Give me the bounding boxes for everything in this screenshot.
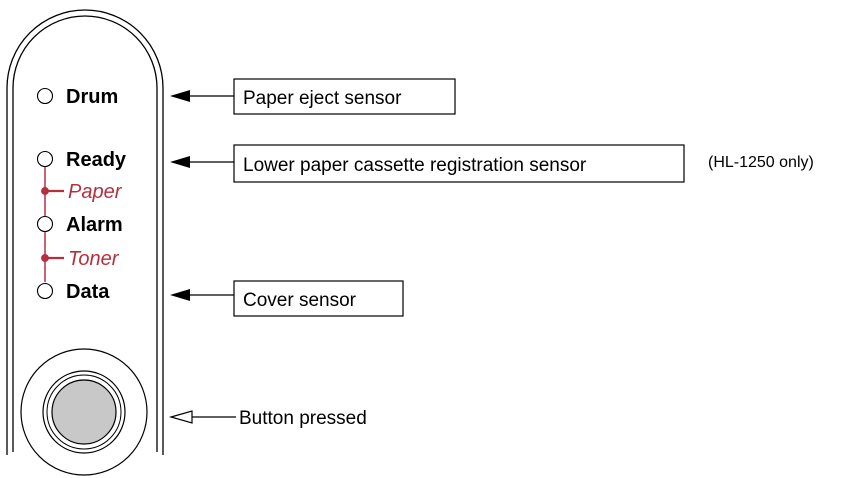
control-panel <box>6 9 164 455</box>
alarm-led-icon <box>36 215 54 233</box>
toner-sub-label: Toner <box>68 248 120 270</box>
button-pressed-label: Button pressed <box>239 408 367 429</box>
arrow-solid-icon <box>170 289 190 301</box>
callout-box <box>233 144 685 183</box>
button-inner-ring <box>46 374 122 450</box>
callout-button-pressed: Button pressed <box>168 408 367 429</box>
hl-1250-note: (HL-1250 only) <box>708 154 814 171</box>
drum-led-icon <box>36 87 54 105</box>
ready-led-icon <box>36 150 54 168</box>
status-connectors <box>41 167 64 282</box>
callout-lower-cassette: Lower paper cassette registration sensor… <box>170 144 814 183</box>
callout-paper-eject: Paper eject sensor <box>170 78 456 115</box>
panel-inner-outline <box>12 15 158 452</box>
panel-outer-outline <box>6 9 164 455</box>
panel-button[interactable] <box>20 348 148 476</box>
paper-eject-sensor-label: Paper eject sensor <box>243 88 402 109</box>
cover-sensor-label: Cover sensor <box>243 290 357 311</box>
drum-led-label: Drum <box>66 86 118 108</box>
callout-cover: Cover sensor <box>170 280 404 317</box>
button-outer-ring <box>20 348 148 476</box>
data-led-icon <box>36 282 54 300</box>
ready-led-label: Ready <box>66 149 127 171</box>
button-ring <box>42 370 126 454</box>
led-list: Drum Ready Alarm Data <box>36 86 127 303</box>
lower-cassette-sensor-label: Lower paper cassette registration sensor <box>243 155 587 176</box>
callout-box <box>233 280 404 317</box>
paper-sub-label: Paper <box>68 181 123 203</box>
callout-box <box>233 78 456 115</box>
arrow-outline-icon <box>168 410 193 424</box>
arrow-solid-icon <box>170 156 190 168</box>
alarm-led-label: Alarm <box>66 214 123 236</box>
sub-label-list: Paper Toner <box>68 181 123 270</box>
button-face[interactable] <box>51 379 117 445</box>
arrow-solid-icon <box>170 90 190 102</box>
data-led-label: Data <box>66 281 110 303</box>
